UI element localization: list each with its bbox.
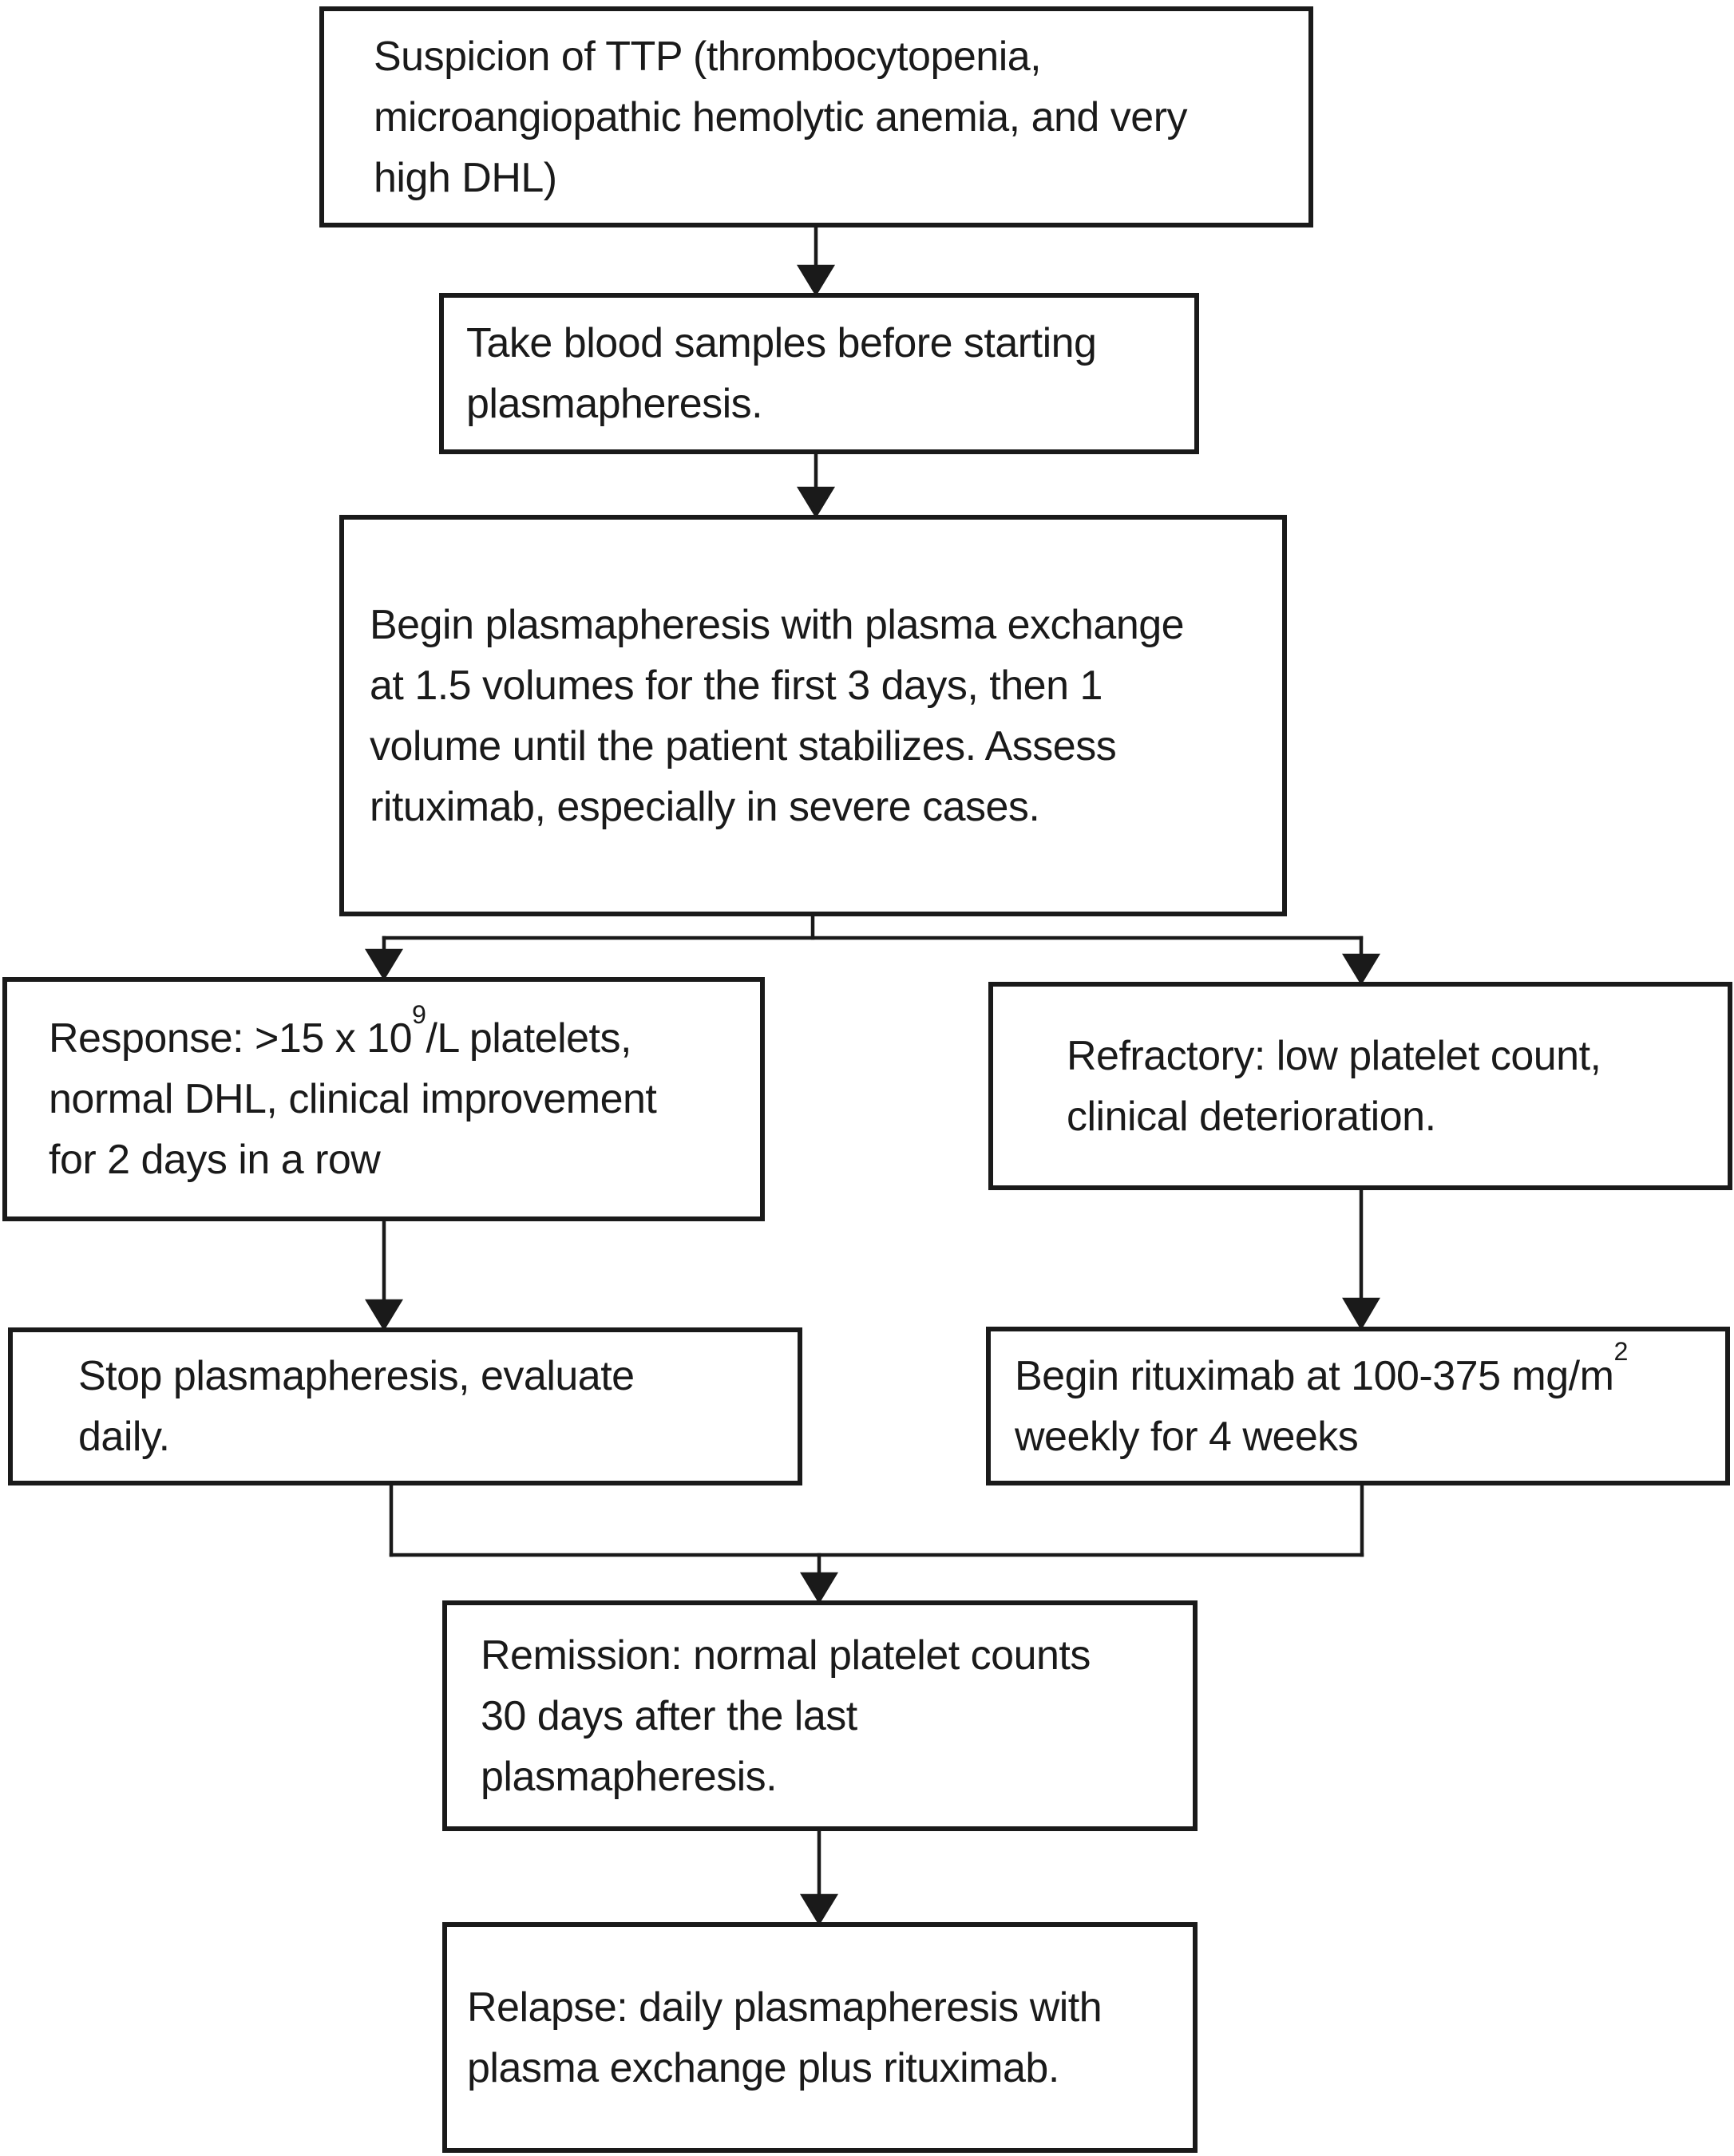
connector-split-begin-plasmapheresis: [365, 914, 1380, 986]
text-line: microangiopathic hemolytic anemia, and v…: [374, 93, 1188, 140]
text-line: high DHL): [374, 154, 557, 201]
node-refractory-criteria: Refractory: low platelet count, clinical…: [988, 982, 1732, 1190]
node-begin-rituximab: Begin rituximab at 100-375 mg/m2 weekly …: [986, 1327, 1730, 1485]
arrowhead-down-icon: [800, 1572, 838, 1604]
text-line: Refractory: low platelet count,: [1067, 1032, 1601, 1079]
text-line: rituximab, especially in severe cases.: [370, 783, 1040, 830]
text-line: Take blood samples before starting: [466, 320, 1097, 366]
node-begin-plasmapheresis: Begin plasmapheresis with plasma exchang…: [339, 515, 1287, 916]
text-line: volume until the patient stabilizes. Ass…: [370, 722, 1117, 769]
arrowhead-down-icon: [365, 1299, 403, 1331]
arrowhead-down-icon: [797, 264, 835, 297]
text-line: Begin rituximab at 100-375 mg/m2: [1015, 1339, 1628, 1406]
superscript: 2: [1613, 1337, 1628, 1367]
arrowhead-down-icon: [797, 486, 835, 519]
arrowhead-down-icon: [365, 948, 403, 981]
text-line: Suspicion of TTP (thrombocytopenia,: [374, 33, 1042, 80]
text-line: daily.: [78, 1414, 170, 1460]
text-line: Begin plasmapheresis with plasma exchang…: [370, 601, 1185, 648]
text-line: Relapse: daily plasmapheresis with: [467, 1984, 1103, 2031]
text-line: plasma exchange plus rituximab.: [467, 2044, 1059, 2091]
arrowhead-down-icon: [800, 1893, 838, 1926]
text-line: Stop plasmapheresis, evaluate: [78, 1353, 635, 1399]
text-line: at 1.5 volumes for the first 3 days, the…: [370, 662, 1103, 709]
node-take-blood-samples: Take blood samples before starting plasm…: [439, 293, 1199, 454]
connector-take-blood-to-begin-plasmapheresis: [797, 452, 835, 519]
text-line: normal DHL, clinical improvement: [49, 1076, 657, 1122]
text-segment: Response: >15 x 10: [49, 1015, 413, 1062]
text-line: Response: >15 x 109/L platelets,: [49, 1002, 656, 1069]
text-line: weekly for 4 weeks: [1015, 1413, 1359, 1460]
connector-response-to-stop-plasmapheresis: [365, 1219, 403, 1331]
arrowhead-down-icon: [1342, 1297, 1380, 1331]
text-segment: /L platelets,: [426, 1015, 631, 1062]
node-remission: Remission: normal platelet counts 30 day…: [442, 1600, 1198, 1831]
node-relapse: Relapse: daily plasmapheresis with plasm…: [442, 1922, 1198, 2153]
text-line: plasmapheresis.: [481, 1753, 778, 1800]
node-stop-plasmapheresis: Stop plasmapheresis, evaluate daily.: [8, 1327, 802, 1485]
node-suspicion-of-ttp: Suspicion of TTP (thrombocytopenia, micr…: [319, 6, 1313, 227]
connector-refractory-to-begin-rituximab: [1342, 1188, 1380, 1331]
text-line: for 2 days in a row: [49, 1137, 381, 1183]
node-response-criteria: Response: >15 x 109/L platelets, normal …: [2, 977, 765, 1221]
text-segment: Begin rituximab at 100-375 mg/m: [1015, 1352, 1614, 1399]
arrowhead-down-icon: [1342, 953, 1380, 986]
connector-suspicion-to-take-blood: [797, 225, 835, 297]
text-line: clinical deterioration.: [1067, 1093, 1436, 1140]
superscript: 9: [412, 999, 426, 1029]
connector-merge-to-remission: [389, 1483, 1364, 1604]
text-line: Remission: normal platelet counts: [481, 1632, 1091, 1679]
text-line: 30 days after the last: [481, 1692, 857, 1739]
text-line: plasmapheresis.: [466, 381, 763, 427]
connector-remission-to-relapse: [800, 1829, 838, 1926]
